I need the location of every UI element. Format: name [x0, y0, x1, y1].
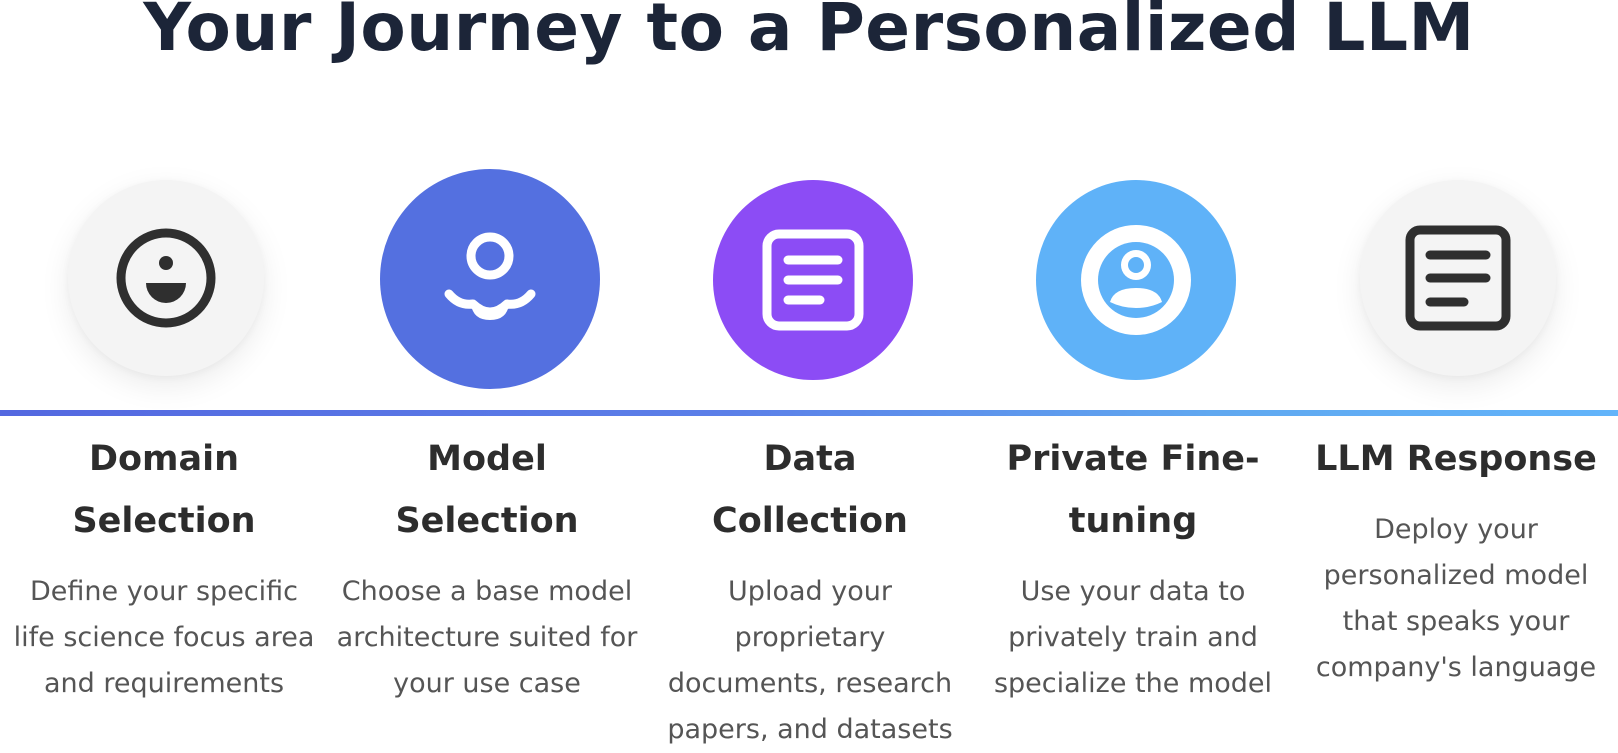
step-private-fine-tuning: Private Fine- tuning Use your data to pr…	[972, 0, 1294, 753]
smile-face-icon	[116, 228, 216, 328]
step-description: Choose a base model architecture suited …	[336, 569, 638, 707]
step-title-line: Model	[427, 439, 547, 479]
step-data-collection: Data Collection Upload your proprietary …	[649, 0, 971, 753]
description-line: Use your data to	[1020, 576, 1246, 607]
description-line: privately train and	[1008, 622, 1258, 653]
description-line: specialize the model	[993, 668, 1273, 699]
description-line: life science focus area	[13, 622, 315, 653]
step-title-line: Selection	[395, 501, 579, 541]
description-line: Choose a base model	[341, 576, 633, 607]
step-circle	[68, 180, 264, 376]
step-title: LLM Response	[1295, 428, 1617, 490]
description-line: and requirements	[43, 668, 285, 699]
text-document-icon	[1405, 225, 1511, 331]
step-title: Private Fine- tuning	[972, 428, 1294, 552]
step-description: Define your specific life science focus …	[13, 569, 315, 707]
page-title: Your Journey to a Personalized LLM	[143, 0, 1475, 66]
step-model-selection: Model Selection Choose a base model arch…	[326, 0, 648, 753]
description-line: personalized model	[1323, 560, 1589, 591]
description-line: proprietary	[734, 622, 886, 653]
description-line: your use case	[393, 668, 581, 699]
step-title-line: Collection	[712, 501, 908, 541]
person-model-icon	[444, 232, 536, 320]
description-line: architecture suited for	[336, 622, 638, 653]
user-circle-icon	[1081, 225, 1191, 335]
description-line: documents, research	[667, 668, 953, 699]
step-description: Use your data to privately train and spe…	[982, 569, 1284, 707]
step-description: Upload your proprietary documents, resea…	[659, 569, 961, 753]
step-title-line: tuning	[1068, 501, 1198, 541]
description-line: company's language	[1315, 652, 1597, 683]
step-circle	[380, 169, 600, 389]
description-line: Upload your	[728, 576, 892, 607]
description-line: papers, and datasets	[667, 714, 953, 745]
step-title: Data Collection	[649, 428, 971, 552]
step-title: Domain Selection	[3, 428, 325, 552]
document-icon	[762, 229, 864, 331]
step-circle	[1360, 180, 1556, 376]
step-description: Deploy your personalized model that spea…	[1305, 507, 1607, 691]
step-title: Model Selection	[326, 428, 648, 552]
step-title-line: Selection	[72, 501, 256, 541]
description-line: Define your specific	[29, 576, 299, 607]
step-title-line: Domain	[88, 439, 240, 479]
step-circle	[713, 180, 913, 380]
step-title-line: Private Fine-	[1006, 439, 1260, 479]
description-line: Deploy your	[1374, 514, 1538, 545]
step-llm-response: LLM Response Deploy your personalized mo…	[1295, 0, 1617, 753]
timeline-line	[0, 410, 1618, 416]
step-domain-selection: Domain Selection Define your specific li…	[3, 0, 325, 753]
description-line: that speaks your	[1342, 606, 1570, 637]
step-circle	[1036, 180, 1236, 380]
step-title-line: Data	[763, 439, 857, 479]
step-title-line: LLM Response	[1315, 439, 1597, 479]
